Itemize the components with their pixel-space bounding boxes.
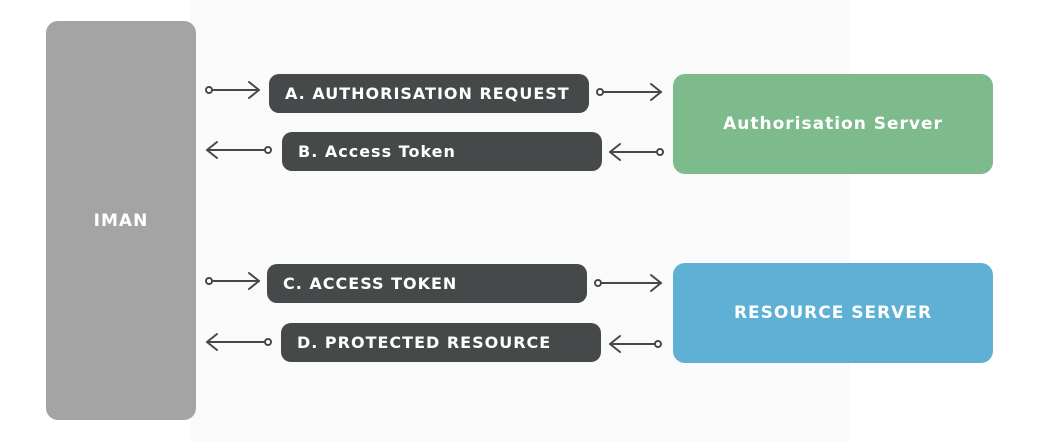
message-c-access-token: C. ACCESS TOKEN <box>267 264 587 303</box>
resource-server-label: RESOURCE SERVER <box>733 303 933 323</box>
background-panel <box>190 0 850 441</box>
arrow-a-right-icon <box>596 83 662 101</box>
arrow-d-right-icon <box>609 335 662 353</box>
client-label: IMAN <box>93 210 149 231</box>
message-b-access-token: B. Access Token <box>282 132 602 171</box>
arrow-b-right-icon <box>609 143 664 161</box>
arrow-b-left-icon <box>206 141 272 159</box>
authorisation-server-box: Authorisation Server <box>673 74 993 174</box>
arrow-c-right-icon <box>594 274 662 292</box>
arrow-a-left-icon <box>205 81 260 99</box>
arrow-d-left-icon <box>206 333 272 351</box>
message-a-label: A. AUTHORISATION REQUEST <box>285 84 570 103</box>
arrow-c-left-icon <box>205 272 260 290</box>
message-d-label: D. PROTECTED RESOURCE <box>297 333 552 352</box>
client-box: IMAN <box>46 21 196 420</box>
message-a-authorisation-request: A. AUTHORISATION REQUEST <box>269 74 589 113</box>
authorisation-server-label: Authorisation Server <box>723 114 943 134</box>
message-c-label: C. ACCESS TOKEN <box>283 274 458 293</box>
message-b-label: B. Access Token <box>298 142 456 161</box>
message-d-protected-resource: D. PROTECTED RESOURCE <box>281 323 601 362</box>
resource-server-box: RESOURCE SERVER <box>673 263 993 363</box>
